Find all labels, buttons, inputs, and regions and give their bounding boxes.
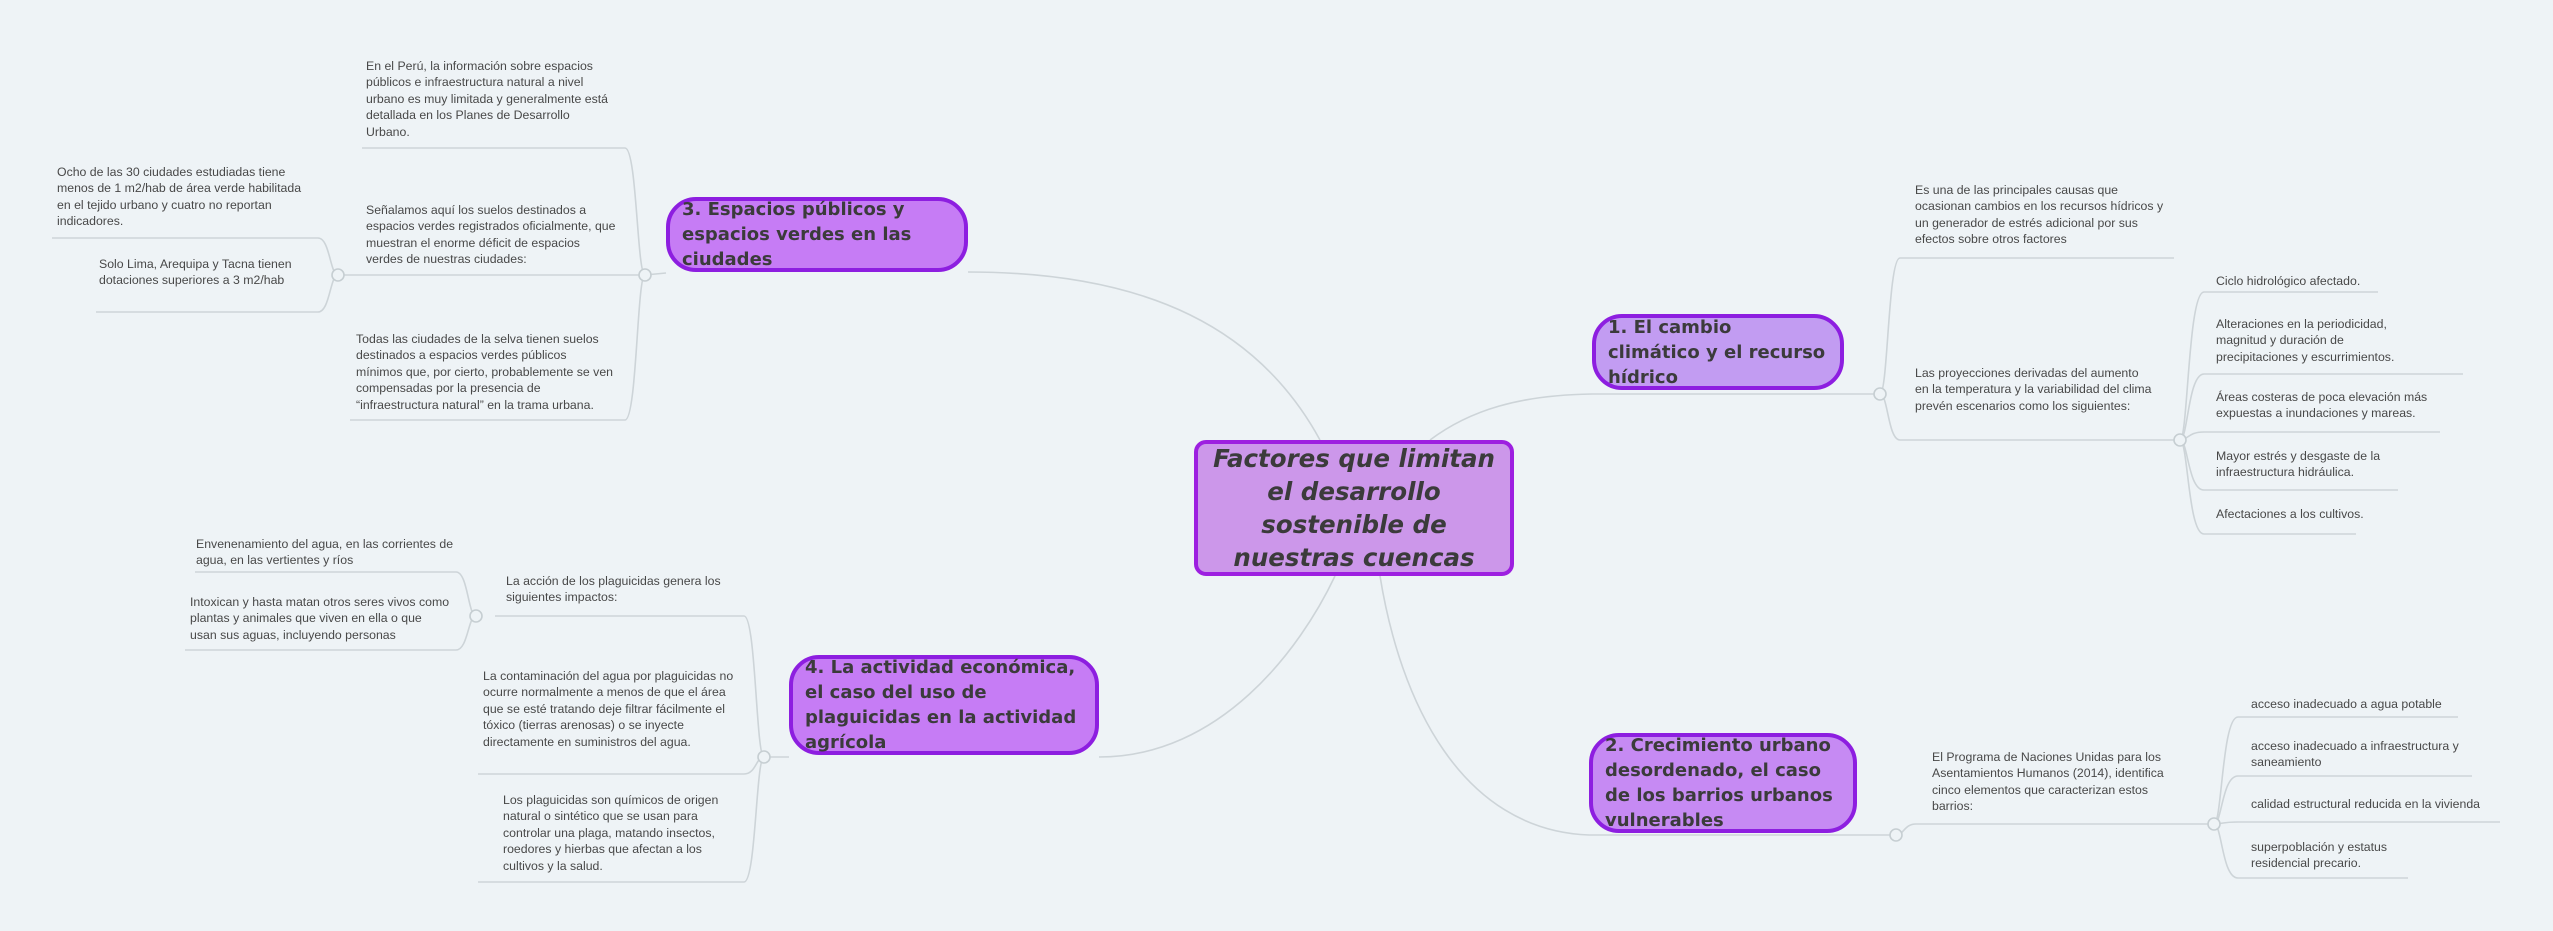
branch1-sub-junction bbox=[2173, 433, 2187, 447]
branch4-sub-junction bbox=[469, 609, 483, 623]
branch-urban-growth-label: 2. Crecimiento urbano desordenado, el ca… bbox=[1605, 735, 1833, 831]
spaces-eight-cities: Ocho de las 30 ciudades estudiadas tiene… bbox=[57, 165, 302, 229]
spaces-official-note: Señalamos aquí los suelos destinados a e… bbox=[366, 203, 616, 267]
branch-climate-change[interactable]: 1. El cambio climático y el recurso hídr… bbox=[1592, 314, 1844, 390]
branch-public-spaces[interactable]: 3. Espacios públicos y espacios verdes e… bbox=[666, 197, 968, 272]
climate-item-2: Alteraciones en la periodicidad, magnitu… bbox=[2216, 317, 2395, 364]
central-topic[interactable]: Factores que limitan el desarrollo soste… bbox=[1194, 440, 1514, 576]
urban-item-1: acceso inadecuado a agua potable bbox=[2251, 697, 2442, 711]
climate-item-4: Mayor estrés y desgaste de la infraestru… bbox=[2216, 449, 2381, 480]
climate-cause-note: Es una de las principales causas que oca… bbox=[1915, 183, 2164, 247]
branch3-junction bbox=[638, 268, 652, 282]
pesticides-impacts-note: La acción de los plaguicidas genera los … bbox=[506, 574, 721, 605]
branch-public-spaces-label: 3. Espacios públicos y espacios verdes e… bbox=[682, 199, 912, 270]
pesticides-water-poisoning: Envenenamiento del agua, en las corrient… bbox=[196, 537, 454, 568]
pesticides-contamination-note: La contaminación del agua por plaguicida… bbox=[483, 669, 734, 749]
pesticides-definition-note: Los plaguicidas son químicos de origen n… bbox=[503, 793, 719, 873]
branch-urban-growth[interactable]: 2. Crecimiento urbano desordenado, el ca… bbox=[1589, 733, 1857, 833]
urban-programme-note: El Programa de Naciones Unidas para los … bbox=[1932, 750, 2164, 814]
branch1-junction bbox=[1873, 387, 1887, 401]
pesticides-intoxication: Intoxican y hasta matan otros seres vivo… bbox=[190, 595, 450, 642]
spaces-jungle-note: Todas las ciudades de la selva tienen su… bbox=[356, 332, 614, 412]
climate-item-3: Áreas costeras de poca elevación más exp… bbox=[2216, 390, 2428, 421]
urban-item-3: calidad estructural reducida en la vivie… bbox=[2251, 797, 2480, 811]
spaces-lima-arequipa-tacna: Solo Lima, Arequipa y Tacna tienen dotac… bbox=[99, 257, 292, 288]
branch2-sub-junction bbox=[2207, 817, 2221, 831]
spaces-peru-note: En el Perú, la información sobre espacio… bbox=[366, 59, 608, 139]
branch-pesticides-label: 4. La actividad económica, el caso del u… bbox=[805, 657, 1077, 753]
branch4-junction bbox=[757, 750, 771, 764]
climate-item-1: Ciclo hidrológico afectado. bbox=[2216, 274, 2361, 288]
branch-climate-change-label: 1. El cambio climático y el recurso hídr… bbox=[1608, 316, 1826, 388]
climate-item-5: Afectaciones a los cultivos. bbox=[2216, 507, 2364, 521]
urban-item-4: superpoblación y estatus residencial pre… bbox=[2251, 840, 2388, 871]
climate-projections-note: Las proyecciones derivadas del aumento e… bbox=[1915, 366, 2152, 413]
central-topic-label: Factores que limitan el desarrollo soste… bbox=[1213, 444, 1495, 572]
branch2-junction bbox=[1889, 828, 1903, 842]
branch3-sub-junction bbox=[331, 268, 345, 282]
urban-item-2: acceso inadecuado a infraestructura y sa… bbox=[2251, 739, 2459, 770]
branch-pesticides[interactable]: 4. La actividad económica, el caso del u… bbox=[789, 655, 1099, 755]
